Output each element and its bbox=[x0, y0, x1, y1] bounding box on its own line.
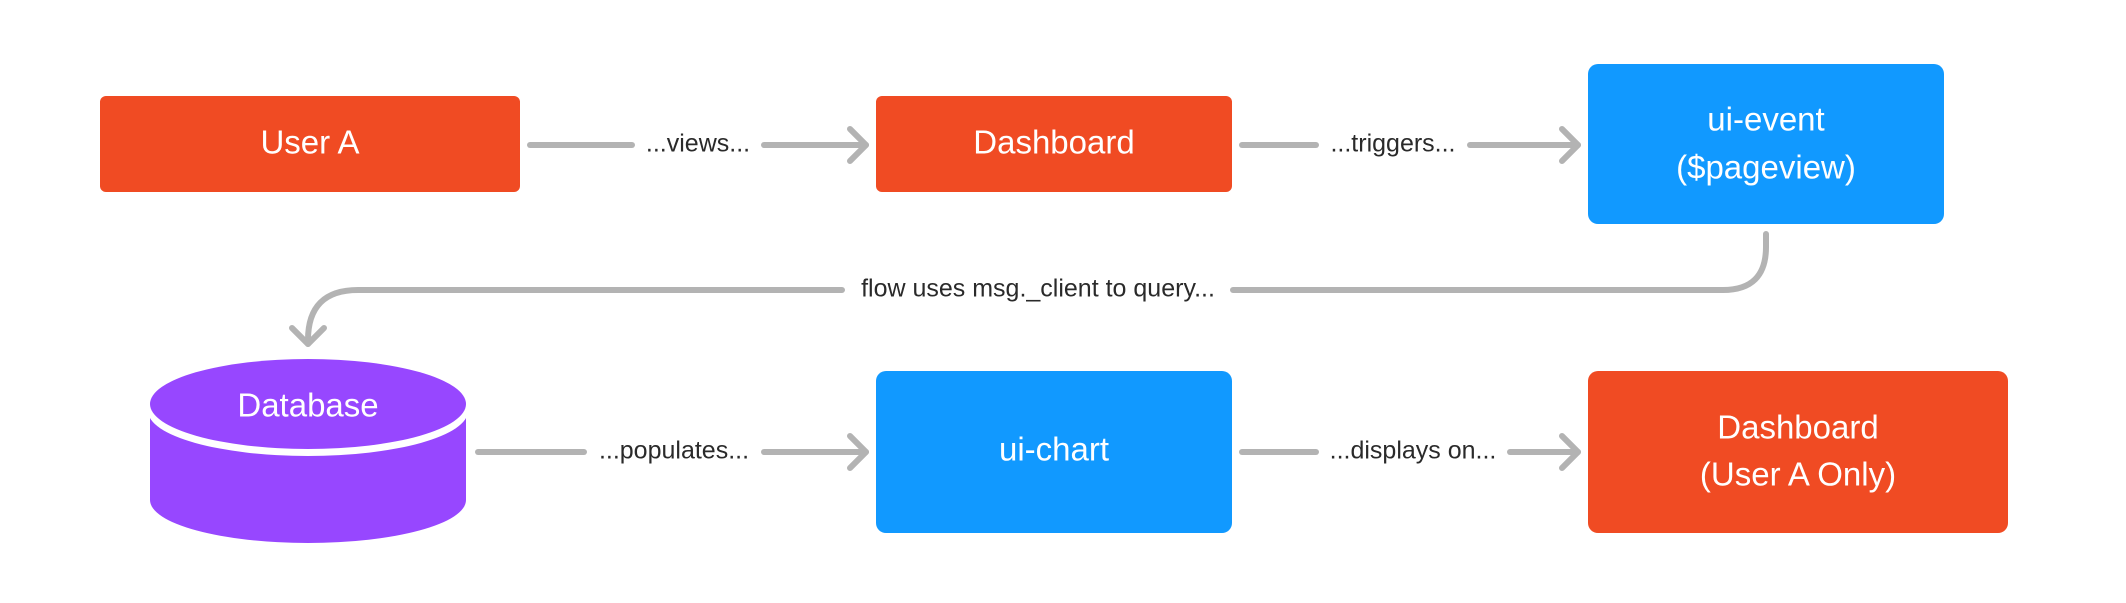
edge-flow-query-arrowhead bbox=[289, 325, 327, 347]
node-dashboard-label: Dashboard bbox=[973, 124, 1134, 161]
node-dashboard-user-a-label-line1: Dashboard bbox=[1717, 409, 1878, 446]
node-ui-event-box bbox=[1588, 64, 1944, 224]
node-user-a: User A bbox=[100, 96, 520, 192]
edge-flow-query: flow uses msg._client to query... bbox=[289, 231, 1769, 347]
node-user-a-box bbox=[100, 96, 520, 192]
edge-flow-query-label: flow uses msg._client to query... bbox=[861, 275, 1215, 303]
edge-views-arrowhead bbox=[847, 126, 869, 164]
edge-displays-on-arrowhead bbox=[1559, 433, 1581, 471]
node-dashboard: Dashboard bbox=[876, 96, 1232, 192]
edge-populates-label: ...populates... bbox=[599, 437, 749, 465]
node-ui-chart-label: ui-chart bbox=[999, 431, 1109, 468]
node-database-label: Database bbox=[237, 387, 378, 424]
node-dashboard-user-a-label-line2: (User A Only) bbox=[1700, 456, 1896, 493]
node-dashboard-box bbox=[876, 96, 1232, 192]
edge-displays-on: ...displays on... bbox=[1239, 433, 1581, 471]
database-cylinder-top bbox=[150, 359, 466, 449]
node-ui-event-label-line1: ui-event bbox=[1707, 101, 1824, 138]
node-ui-chart-box bbox=[876, 371, 1232, 533]
node-ui-chart: ui-chart bbox=[876, 371, 1232, 533]
node-dashboard-user-a-box bbox=[1588, 371, 2008, 533]
edge-displays-on-label: ...displays on... bbox=[1330, 437, 1497, 465]
node-ui-event-label-line2: ($pageview) bbox=[1676, 149, 1856, 186]
node-dashboard-user-a: Dashboard (User A Only) bbox=[1588, 371, 2008, 533]
edge-flow-query-line-left bbox=[305, 287, 845, 347]
node-user-a-label: User A bbox=[260, 124, 359, 161]
node-ui-event: ui-event ($pageview) bbox=[1588, 64, 1944, 224]
edge-populates: ...populates... bbox=[475, 433, 869, 471]
edge-triggers-arrowhead bbox=[1559, 126, 1581, 164]
edge-triggers-label: ...triggers... bbox=[1330, 130, 1455, 158]
edge-views: ...views... bbox=[527, 126, 869, 164]
edge-triggers: ...triggers... bbox=[1239, 126, 1581, 164]
edge-populates-arrowhead bbox=[847, 433, 869, 471]
edge-views-label: ...views... bbox=[646, 130, 750, 158]
node-database: Database bbox=[148, 359, 468, 543]
edge-flow-query-line-right bbox=[1230, 231, 1769, 293]
